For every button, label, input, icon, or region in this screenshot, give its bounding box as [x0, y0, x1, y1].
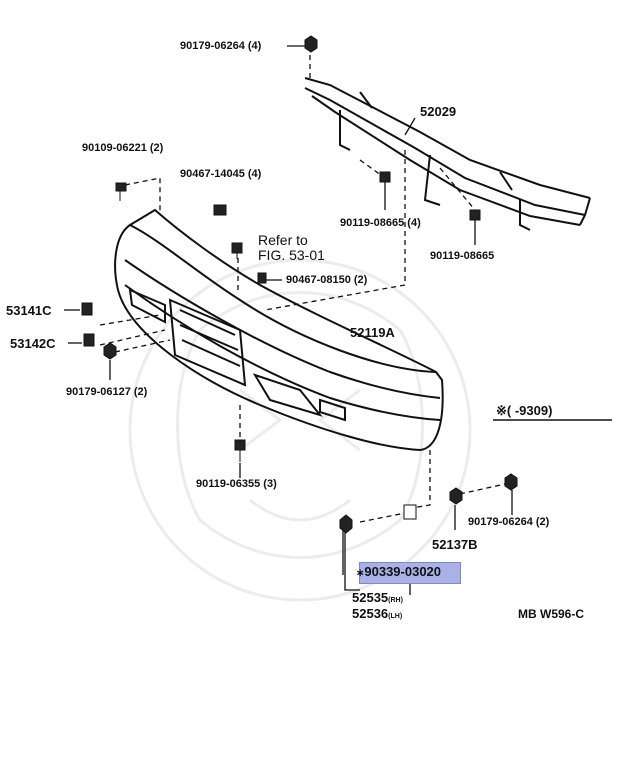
label-refer-to: Refer to	[258, 232, 308, 248]
rh-tag: (RH)	[388, 597, 403, 604]
clip-90467-14045-icon	[213, 204, 227, 216]
label-90109-06221[interactable]: 90109-06221 (2)	[82, 142, 164, 154]
label-52536[interactable]: 52536(LH)	[352, 606, 403, 621]
lh-tag: (LH)	[388, 613, 403, 620]
label-90179-06264-4[interactable]: 90179-06264 (4)	[180, 40, 262, 52]
note-star: ※	[496, 403, 507, 418]
bumper-cover	[114, 208, 444, 452]
bolt-52535-icon	[339, 514, 353, 534]
clip-90467-08150-icon	[257, 272, 267, 284]
label-52535[interactable]: 52535(RH)	[352, 590, 403, 605]
label-90119-08665[interactable]: 90119-08665	[430, 250, 495, 262]
note-date-range: ※( -9309)	[496, 403, 553, 418]
clip-53142c-icon	[83, 333, 95, 347]
nut-52137b-icon	[449, 487, 463, 505]
nut-90179-06264b-icon	[504, 473, 518, 491]
bolt-90119-06355-icon	[234, 439, 246, 462]
bolt-90119-08665-icon	[379, 171, 391, 192]
label-53142c[interactable]: 53142C	[10, 336, 56, 351]
label-90467-08150[interactable]: 90467-08150 (2)	[286, 274, 368, 286]
label-90179-06127[interactable]: 90179-06127 (2)	[66, 386, 148, 398]
clip-ref-icon	[231, 242, 243, 259]
label-90119-06355[interactable]: 90119-06355 (3)	[196, 478, 277, 490]
label-fig-53-01[interactable]: FIG. 53-01	[258, 247, 325, 263]
note-star-mark: ∗	[356, 568, 365, 579]
label-90467-14045[interactable]: 90467-14045 (4)	[180, 168, 262, 180]
part-highlight	[359, 562, 461, 584]
nut-90179-06127-icon	[103, 342, 117, 360]
label-90179-06264-2[interactable]: 90179-06264 (2)	[468, 516, 550, 528]
clip-90339-icon	[403, 504, 417, 520]
bumper-reinforcement	[304, 77, 591, 231]
nut-90179-06264-icon	[304, 35, 318, 53]
fasteners	[81, 35, 518, 534]
watermark-emblem	[128, 258, 472, 602]
diagram-code: MB W596-C	[518, 607, 585, 621]
callout-lines	[64, 45, 513, 595]
label-52029[interactable]: 52029	[420, 104, 457, 119]
bolt-90109-06221-icon	[115, 182, 127, 201]
clip-53141c-icon	[81, 302, 93, 316]
label-52137b[interactable]: 52137B	[432, 537, 478, 552]
leader-lines	[99, 55, 506, 523]
label-52119a[interactable]: 52119A	[350, 325, 395, 340]
label-90119-08665-4[interactable]: 90119-08665 (4)	[340, 217, 421, 229]
label-90339-03020[interactable]: ∗90339-03020	[356, 564, 442, 579]
label-53141c[interactable]: 53141C	[6, 303, 52, 318]
bolt-90119-08665b-icon	[469, 209, 481, 230]
